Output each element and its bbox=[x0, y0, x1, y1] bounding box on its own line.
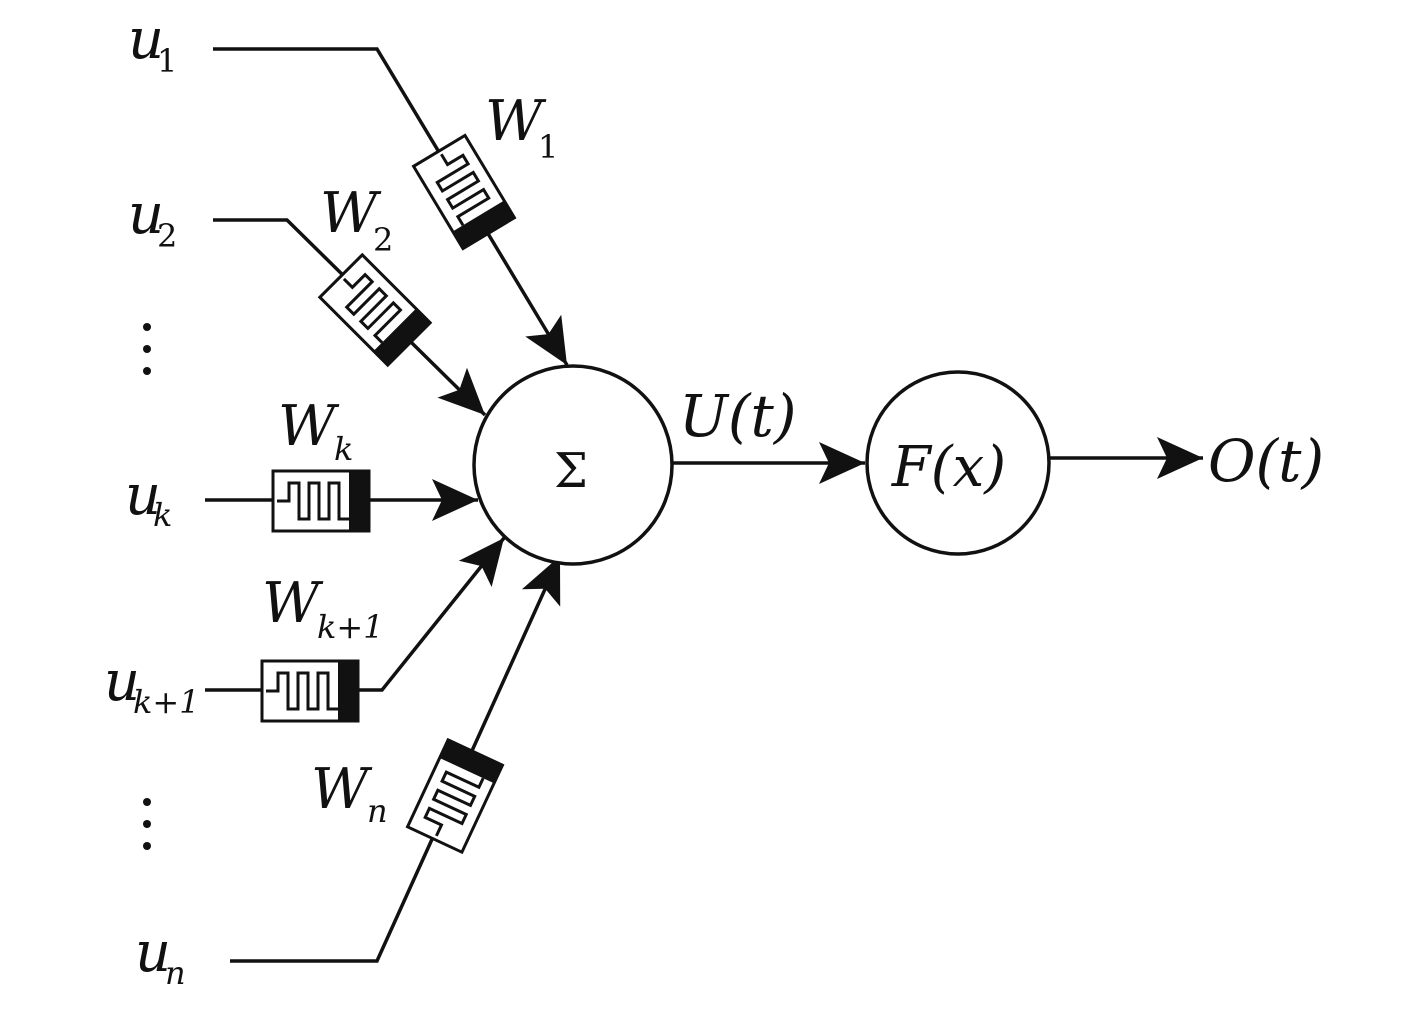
input-label-un: un bbox=[135, 920, 186, 992]
weight-label-w1: W1 bbox=[485, 89, 558, 166]
weight-label-w2: W2 bbox=[320, 181, 393, 259]
output-signal-label: O(t) bbox=[1208, 427, 1324, 495]
weight-resistor-wk bbox=[271, 469, 371, 533]
sum-symbol: Σ bbox=[554, 443, 588, 499]
wire-un bbox=[230, 555, 562, 963]
weight-label-wk1: Wk+1 bbox=[262, 571, 384, 646]
vertical-ellipsis-lower bbox=[143, 798, 151, 850]
arrowhead-w1 bbox=[525, 314, 567, 365]
activation-node bbox=[865, 370, 1051, 556]
input-label-u2: u2 bbox=[128, 182, 177, 255]
weight-label-wn: Wn bbox=[311, 757, 388, 830]
input-label-uk1: uk+1 bbox=[104, 649, 200, 721]
weight-resistor-wk1 bbox=[260, 659, 360, 723]
input-label-uk: uk bbox=[125, 463, 172, 534]
input-label-u1: u1 bbox=[128, 7, 177, 80]
arrowhead-output bbox=[1157, 437, 1203, 479]
arrowhead-wn bbox=[521, 556, 561, 607]
sum-node bbox=[472, 364, 674, 566]
activation-label: F(x) bbox=[891, 435, 1006, 500]
weight-resistor-wn bbox=[406, 738, 504, 854]
wire-u1 bbox=[213, 47, 569, 366]
weight-label-wk: Wk bbox=[278, 394, 353, 468]
weight-resistor-w2 bbox=[318, 253, 432, 367]
wire-u2 bbox=[213, 218, 487, 417]
arrowhead-wk1 bbox=[458, 538, 504, 588]
vertical-ellipsis-upper bbox=[143, 323, 151, 375]
arrowhead-w2 bbox=[437, 367, 485, 415]
arrowhead-activation-input bbox=[819, 442, 865, 484]
intermediate-signal-label: U(t) bbox=[679, 382, 796, 450]
arrowhead-wk bbox=[432, 479, 478, 521]
